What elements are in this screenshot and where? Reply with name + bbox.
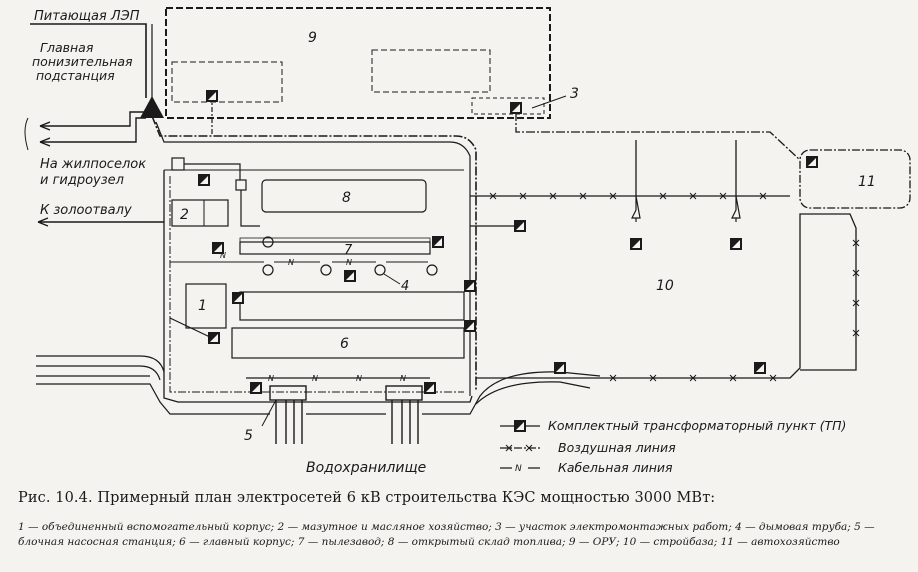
label-9: 9 xyxy=(308,30,317,46)
label-5: 5 xyxy=(244,428,253,444)
overhead-line xyxy=(470,140,857,379)
building-8 xyxy=(261,179,427,213)
building-1 xyxy=(185,283,227,329)
substation-label-3: подстанция xyxy=(36,68,115,83)
zone-9-oru xyxy=(165,7,551,119)
zone-11 xyxy=(799,149,911,209)
legend-tp-symbol xyxy=(514,420,526,432)
label-2: 2 xyxy=(180,207,189,223)
label-11: 11 xyxy=(858,174,876,190)
n-mark-1: N xyxy=(220,251,226,260)
power-line-label: Питающая ЛЭП xyxy=(34,9,140,24)
n-mark-5: N xyxy=(312,374,318,383)
to-village-label-1: На жилпоселок xyxy=(40,157,146,172)
oru-bay-2 xyxy=(371,49,491,93)
label-1: 1 xyxy=(198,298,207,314)
pumping-stations xyxy=(269,385,423,444)
label-10: 10 xyxy=(656,278,674,294)
site-boundary xyxy=(163,170,473,403)
main-trunk xyxy=(151,96,801,396)
legend: Комплектный трансформаторный пункт (ТП) … xyxy=(500,418,846,475)
leader-3 xyxy=(531,95,567,109)
building-6 xyxy=(231,327,465,359)
to-village-label-2: и гидроузел xyxy=(40,173,124,188)
legend-air: Воздушная линия xyxy=(558,440,676,455)
legend-tp: Комплектный трансформаторный пункт (ТП) xyxy=(548,418,846,433)
to-ash-label: К золоотвалу xyxy=(40,203,132,218)
n-mark-6: N xyxy=(356,374,362,383)
overhead-x-marks xyxy=(489,192,860,382)
ash-line xyxy=(37,217,164,227)
figure-caption-body: 1 — объединенный вспомогательный корпус;… xyxy=(18,521,875,548)
n-mark-7: N xyxy=(400,374,406,383)
building-6-upper xyxy=(239,291,465,321)
oru-bay-1 xyxy=(171,61,283,103)
branch-drops xyxy=(169,195,741,339)
fuel-equipment xyxy=(171,157,260,227)
label-4: 4 xyxy=(401,279,409,294)
figure-caption-title: Рис. 10.4. Примерный план электросетей 6… xyxy=(18,490,716,506)
label-8: 8 xyxy=(342,190,351,206)
n-mark-2: N xyxy=(288,258,294,267)
n-mark-3: N xyxy=(346,258,352,267)
building-7 xyxy=(239,241,431,255)
shoreline xyxy=(36,355,601,415)
legend-cable-n: N xyxy=(515,464,522,474)
zone-3-area xyxy=(471,97,545,115)
substation-label-2: понизительная xyxy=(32,54,133,69)
building-2 xyxy=(171,199,229,227)
reservoir-label: Водохранилище xyxy=(306,460,426,476)
label-3: 3 xyxy=(570,86,579,102)
label-7: 7 xyxy=(344,243,353,258)
n-mark-4: N xyxy=(268,374,274,383)
label-6: 6 xyxy=(340,336,349,352)
power-line xyxy=(30,23,147,98)
site-inner-line xyxy=(169,176,464,393)
chimneys xyxy=(262,236,438,276)
legend-cable: Кабельная линия xyxy=(558,460,673,475)
village-lines xyxy=(24,111,146,151)
substation-label-1: Главная xyxy=(40,40,94,55)
substation-symbol xyxy=(140,96,164,118)
